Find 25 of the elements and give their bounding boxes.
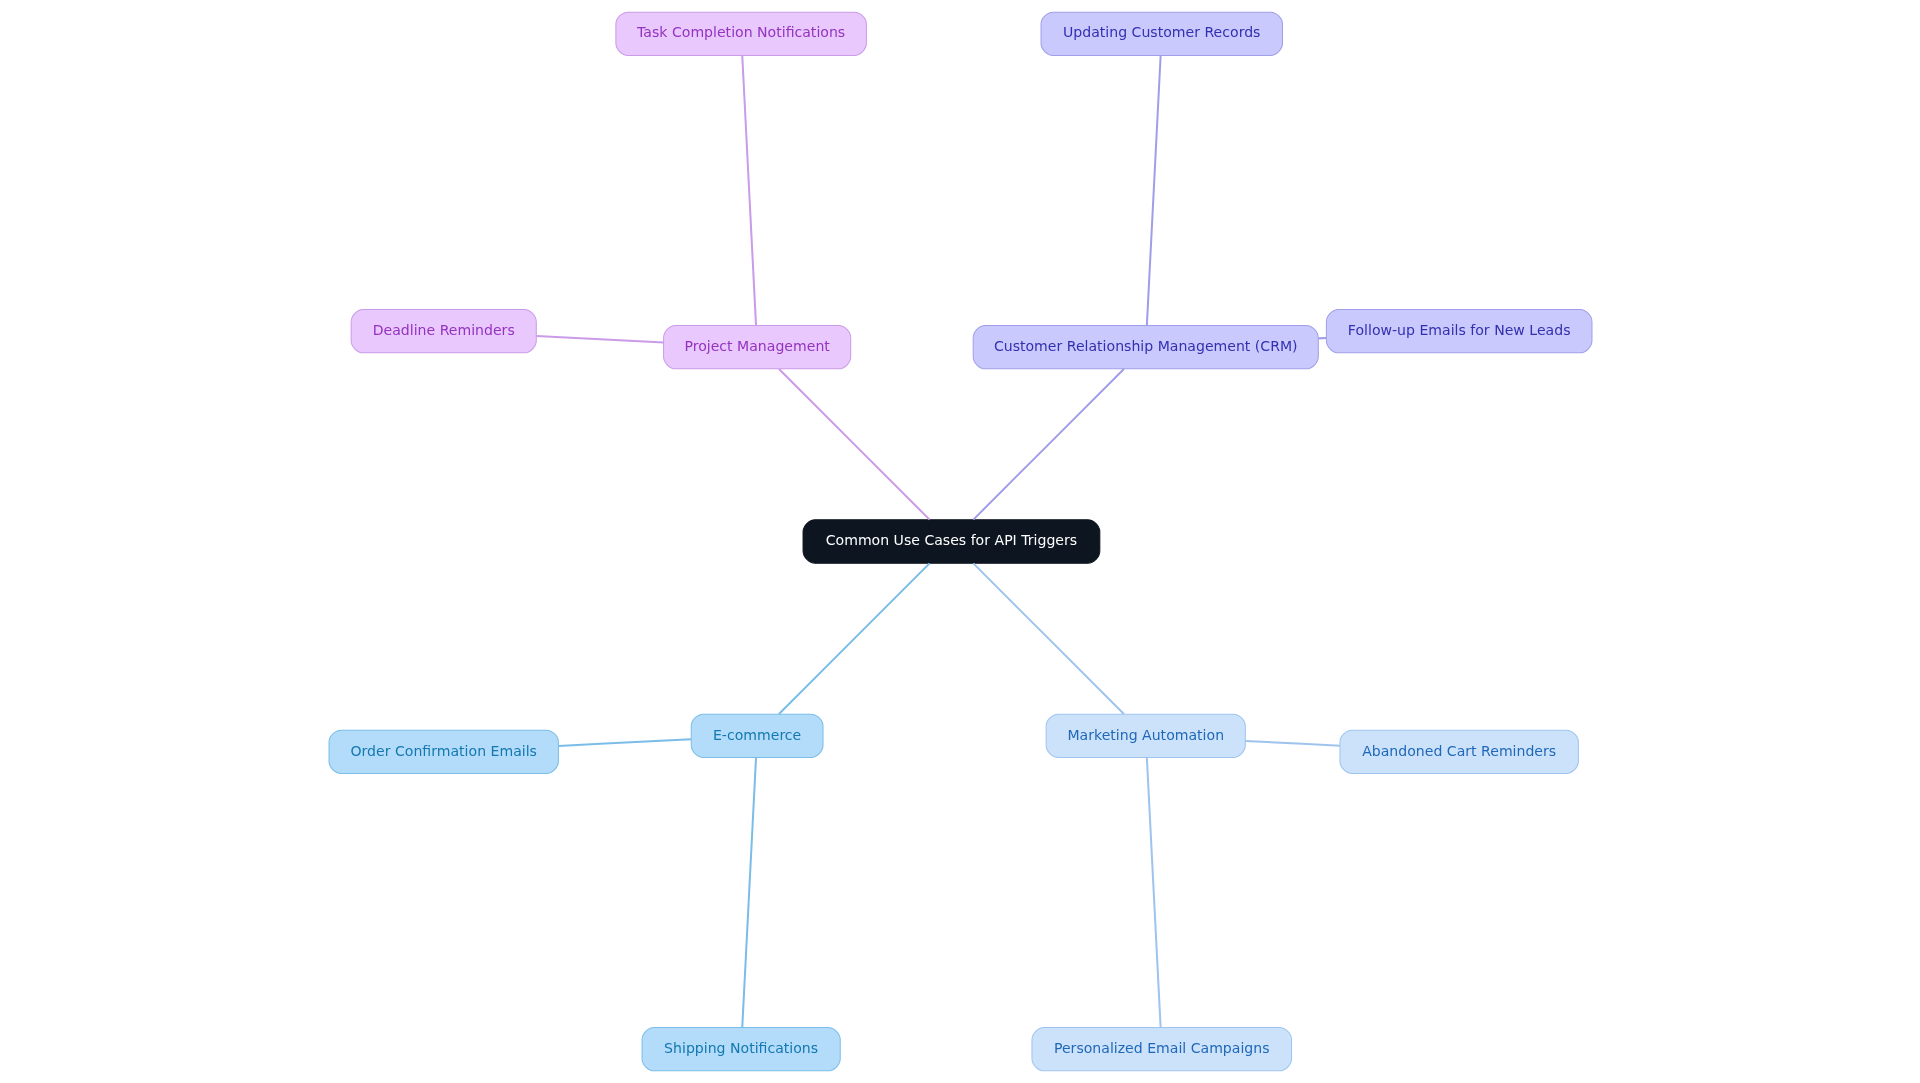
node-box: Project Management [662,325,851,370]
node-box: E-commerce [690,713,824,758]
node-box: Personalized Email Campaigns [1030,1027,1292,1072]
connector [777,368,930,521]
node-box: Task Completion Notifications [614,11,867,56]
connector [972,368,1125,521]
connector [557,738,691,747]
connector [777,562,930,715]
connector [535,334,664,344]
node-box: Order Confirmation Emails [328,729,559,774]
connector [972,562,1125,715]
node-box: Deadline Reminders [350,309,537,354]
node-box: Marketing Automation [1045,713,1246,758]
connector [740,55,757,326]
node-box: Follow-up Emails for New Leads [1325,309,1592,354]
node-box: Common Use Cases for API Triggers [802,519,1100,564]
connector [740,757,757,1028]
node-box: Customer Relationship Management (CRM) [972,325,1319,370]
node-box: Abandoned Cart Reminders [1338,729,1579,774]
connector [1317,337,1326,340]
connector [1145,55,1162,326]
node-box: Updating Customer Records [1040,11,1283,56]
node-box: Shipping Notifications [641,1027,841,1072]
connector [1245,739,1340,747]
connector [1145,757,1162,1028]
